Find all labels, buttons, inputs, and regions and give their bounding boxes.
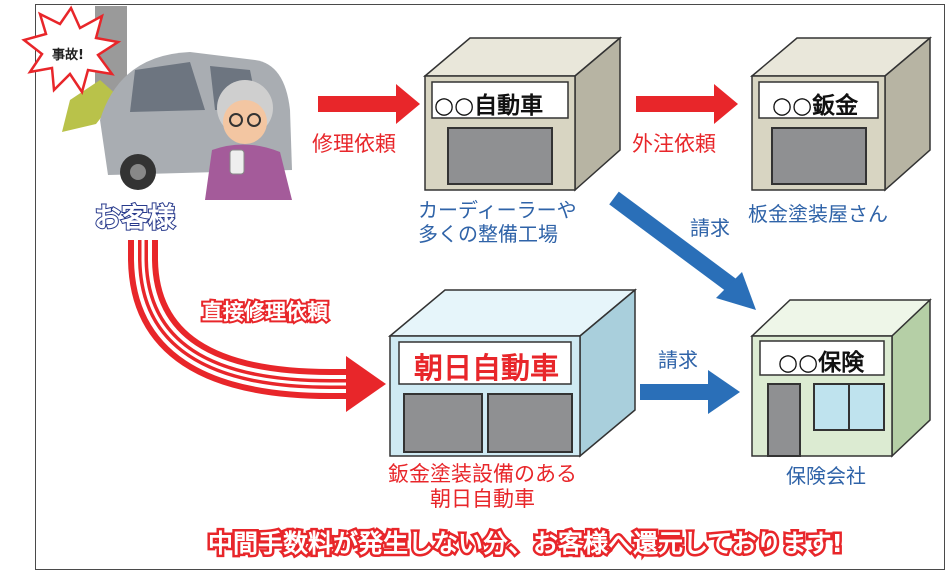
repair-request-label: 修理依頼: [312, 132, 396, 156]
claim-label-2: 請求: [658, 348, 698, 372]
customer-label: お客様: [93, 202, 176, 235]
accident-burst-label: 事故!: [52, 48, 84, 63]
body-shop-sign: ○○鈑金: [772, 93, 859, 119]
asahi-sign: 朝日自動車: [414, 351, 560, 385]
insurance-building: [750, 298, 932, 458]
claim-arrow-asahi: [640, 370, 740, 414]
outsource-request-label: 外注依頼: [632, 132, 716, 156]
accident-burst-icon: [21, 5, 122, 95]
dealer-caption-line2: 多くの整備工場: [418, 222, 558, 246]
dealer-building: [422, 36, 623, 192]
asahi-caption-line2: 朝日自動車: [430, 487, 535, 511]
accident-scene: [21, 5, 292, 200]
repair-request-arrow: [318, 84, 420, 124]
direct-request-arrow: [128, 240, 386, 412]
insurance-caption: 保険会社: [786, 464, 866, 488]
body-shop-building: [749, 36, 933, 192]
claim-arrow-dealer: [609, 191, 756, 310]
outsource-request-arrow: [636, 84, 738, 124]
elderly-woman-icon: [205, 80, 292, 200]
dealer-caption-line1: カーディーラーや: [418, 198, 577, 222]
insurance-sign: ○○保険: [778, 350, 865, 376]
footer-message: 中間手数料が発生しない分、お客様へ還元しております!: [206, 527, 846, 561]
claim-label-1: 請求: [690, 216, 730, 240]
body-shop-caption: 板金塗装屋さん: [748, 202, 888, 226]
direct-request-label: 直接修理依頼: [200, 298, 330, 326]
crash-impact-icon: [62, 80, 118, 132]
asahi-caption-line1: 鈑金塗装設備のある: [388, 462, 577, 486]
asahi-building: [387, 288, 638, 458]
dealer-sign: ○○自動車: [434, 93, 544, 119]
